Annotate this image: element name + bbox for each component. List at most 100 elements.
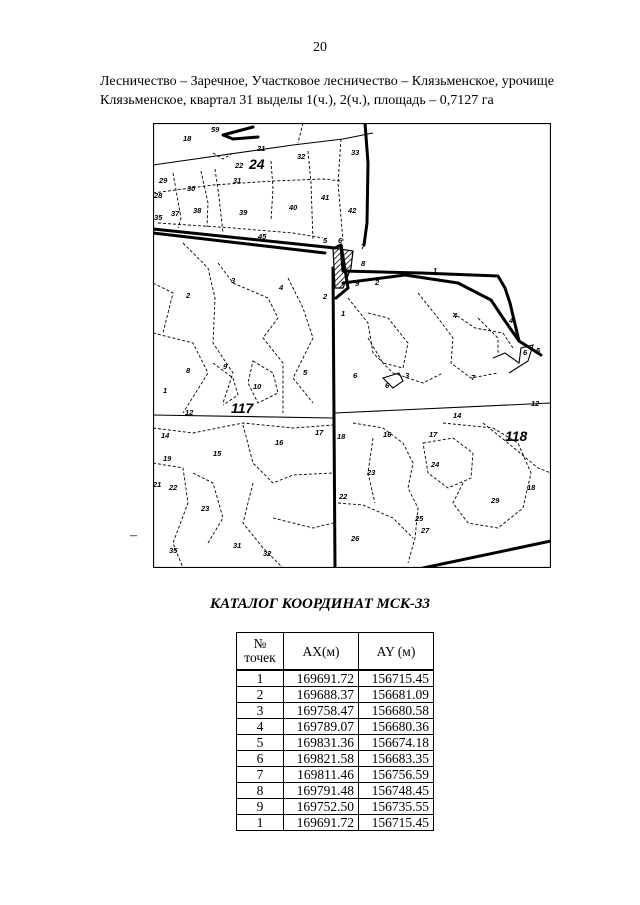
page-number: 20 [313, 40, 327, 55]
plot-label: 17 [429, 430, 438, 439]
plot-label: 18 [337, 432, 346, 441]
ax-value: 169752.50 [283, 798, 359, 815]
plot-label: 3 [231, 276, 236, 285]
plot-label: 16 [383, 430, 392, 439]
plot-label: 17 [315, 428, 324, 437]
plot-label: 22 [338, 492, 348, 501]
margin-dash: – [130, 528, 137, 543]
forest-plot-map: 24 117 118 18 59 21 22 32 33 31 29 30 28… [153, 123, 551, 568]
point-number: 9 [236, 798, 284, 815]
point-number: 1 [236, 814, 284, 831]
plot-label: 45 [257, 232, 267, 241]
plot-label: 24 [430, 460, 440, 469]
heading-line-2: Клязьменское, квартал 31 выделы 1(ч.), 2… [100, 93, 494, 108]
plot-label: 14 [453, 411, 462, 420]
header-points-word: точек [244, 650, 276, 665]
ax-value: 169791.48 [283, 782, 359, 799]
plot-label: 1 [163, 386, 167, 395]
point-number: 7 [236, 766, 284, 783]
plot-label: 35 [154, 213, 163, 222]
plot-label: 39 [239, 208, 248, 217]
plot-label: 6 [353, 371, 358, 380]
plot-label: 30 [187, 184, 196, 193]
plot-label: 4 [508, 316, 514, 325]
ay-value: 156683.35 [358, 750, 434, 767]
plot-label: 7 [471, 373, 476, 382]
ay-value: 156681.09 [358, 686, 434, 703]
plot-label: 23 [366, 468, 376, 477]
ax-value: 169691.72 [283, 669, 359, 687]
catalog-title: КАТАЛОГ КООРДИНАТ МСК-33 [209, 596, 430, 612]
plot-label: 6 [338, 236, 343, 245]
header-point-number: № точек [236, 632, 284, 671]
plot-label: 9 [355, 279, 360, 288]
plot-label: 1 [341, 309, 345, 318]
plot-label: 32 [297, 152, 306, 161]
ay-value: 156748.45 [358, 782, 434, 799]
ax-value: 169758.47 [283, 702, 359, 719]
plot-label: 2 [185, 291, 191, 300]
plot-label: 21 [153, 480, 161, 489]
plot-label: 32 [263, 549, 272, 558]
quarter-boundaries [153, 123, 551, 568]
plot-label: 22 [234, 161, 244, 170]
plot-label: 26 [350, 534, 360, 543]
ay-value: 156680.58 [358, 702, 434, 719]
ax-value: 169821.58 [283, 750, 359, 767]
plot-label: 3 [405, 371, 410, 380]
plot-label: 4 [278, 283, 284, 292]
plot-label: 2 [322, 292, 328, 301]
plot-label: 6 [523, 348, 528, 357]
plot-label: 8 [186, 366, 191, 375]
plot-label: 31 [233, 176, 241, 185]
point-number: 6 [236, 750, 284, 767]
plot-label: 35 [169, 546, 178, 555]
section-lines [153, 132, 551, 419]
plot-label: 18 [527, 483, 536, 492]
plot-label: 22 [168, 483, 178, 492]
plot-label: 7 [361, 242, 366, 251]
plot-label: 4 [452, 311, 458, 320]
ax-value: 169811.46 [283, 766, 359, 783]
plot-label: 2 [374, 278, 380, 287]
plot-label: 29 [158, 176, 168, 185]
plot-label: 27 [420, 526, 430, 535]
plot-label: 5 [323, 236, 328, 245]
plot-label: 19 [163, 454, 172, 463]
ay-value: 156680.36 [358, 718, 434, 735]
ay-value: 156756.59 [358, 766, 434, 783]
ax-value: 169688.37 [283, 686, 359, 703]
plot-label: 59 [211, 125, 220, 134]
plot-label: 40 [288, 203, 298, 212]
ax-value: 169831.36 [283, 734, 359, 751]
plot-label: 29 [490, 496, 500, 505]
plot-labels: 18 59 21 22 32 33 31 29 30 28 35 37 38 3… [153, 125, 541, 558]
plot-label: 38 [193, 206, 202, 215]
heading-line-1: Лесничество – Заречное, Участковое лесни… [100, 74, 554, 89]
point-number: 4 [236, 718, 284, 735]
plot-label: 28 [153, 191, 163, 200]
plot-label: 8 [361, 259, 366, 268]
quarter-label-24: 24 [248, 156, 265, 172]
point-number: 8 [236, 782, 284, 799]
ax-value: 169691.72 [283, 814, 359, 831]
point-number: 3 [236, 702, 284, 719]
plot-label: 1 [433, 266, 437, 275]
map-frame [153, 123, 551, 568]
quarter-label-118: 118 [505, 428, 528, 444]
selected-plot-hatched [332, 247, 354, 289]
point-number: 1 [236, 669, 284, 687]
plot-label: 12 [531, 399, 540, 408]
point-number: 2 [236, 686, 284, 703]
ay-value: 156715.45 [358, 669, 434, 687]
plot-label: 5 [303, 368, 308, 377]
header-ax: AX(м) [283, 632, 359, 671]
